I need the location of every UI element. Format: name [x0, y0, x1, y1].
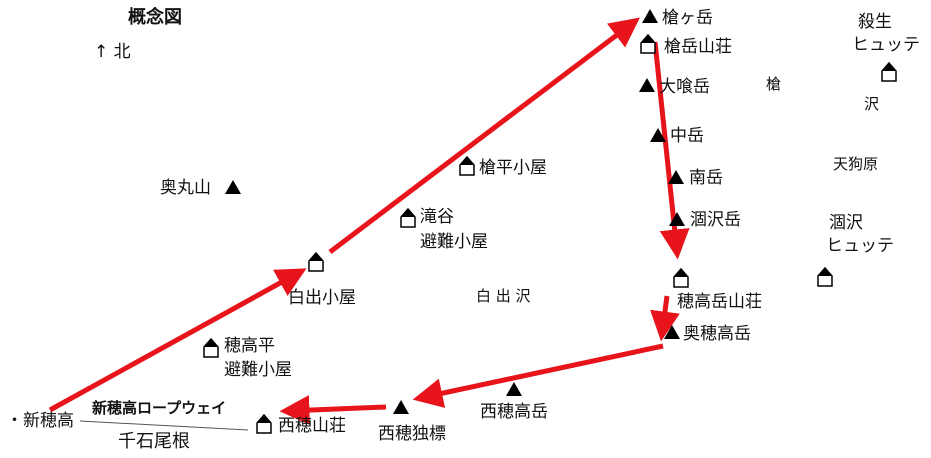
label-nishihotaka: 西穂高岳 — [480, 402, 548, 422]
diagram-title: 概念図 — [128, 7, 182, 28]
hut-icon — [459, 156, 475, 176]
label-yaridaira: 槍平小屋 — [479, 158, 547, 178]
hut-icon — [256, 414, 272, 434]
label-sengoku-one: 千石尾根 — [118, 431, 190, 452]
label-yarigatake: 槍ヶ岳 — [662, 8, 713, 28]
label-sesshou-2: ヒュッテ — [852, 35, 920, 55]
peak-icon — [650, 128, 666, 142]
label-sawa: 沢 — [864, 95, 880, 113]
label-takitani-1: 滝谷 — [420, 207, 454, 227]
label-hakudeshi-goya: 白出小屋 — [288, 288, 356, 308]
peak-icon — [668, 170, 684, 184]
label-karasawadake: 涸沢岳 — [690, 210, 741, 230]
peak-icon — [642, 9, 658, 23]
peak-icon — [669, 212, 685, 226]
route-arrow-okuhotaka-doppyo — [412, 343, 664, 408]
label-yari-valley: 槍 — [766, 75, 782, 93]
label-nishihotaka-doppyo: 西穂独標 — [378, 424, 446, 444]
peak-icon — [506, 382, 522, 396]
hut-icon — [308, 252, 324, 272]
label-hotakadake-sanso: 穂高岳山荘 — [677, 292, 762, 312]
label-karasawa-1: 涸沢 — [829, 213, 863, 233]
label-hotakadaira-1: 穂高平 — [224, 336, 275, 356]
route-arrow-shinhotaka-hakudeshi — [48, 268, 307, 413]
hut-icon — [881, 62, 897, 82]
label-karasawa-2: ヒュッテ — [826, 236, 894, 256]
peak-icon — [639, 78, 655, 92]
north-indicator: ↑ 北 — [94, 42, 131, 62]
label-okuhotaka: 奥穂高岳 — [683, 324, 751, 344]
label-nishihotaka-sanso: 西穂山荘 — [278, 416, 346, 436]
label-yarigatake-sanso: 槍岳山荘 — [664, 37, 732, 57]
label-sesshou-1: 殺生 — [858, 12, 892, 32]
label-nakadake: 中岳 — [670, 126, 704, 146]
route-arrow-hakudeshi-yarigatake — [328, 17, 640, 254]
label-shinhotaka: ・新穂高 — [6, 411, 74, 431]
label-minamidake: 南岳 — [689, 168, 723, 188]
label-okumaruyama: 奥丸山 — [160, 178, 211, 198]
hut-icon — [400, 208, 416, 228]
label-hakudezawa: 白 出 沢 — [476, 287, 531, 305]
label-ropeway: 新穂高ロープウェイ — [92, 399, 227, 417]
route-arrow-doppyo-nishiho-sanso — [279, 395, 387, 426]
label-oobami: 大喰岳 — [659, 77, 710, 97]
hut-icon — [203, 338, 219, 358]
label-hotakadaira-2: 避難小屋 — [224, 360, 292, 380]
peak-icon — [225, 180, 241, 194]
peak-icon — [393, 400, 409, 414]
ropeway-line — [79, 420, 249, 431]
hut-icon — [817, 267, 833, 287]
hut-icon — [673, 268, 689, 288]
hut-icon — [640, 34, 656, 54]
route-arrow-hotaka-sanso-okuhotaka — [650, 295, 680, 342]
label-takitani-2: 避難小屋 — [420, 232, 488, 252]
peak-icon — [664, 325, 680, 339]
label-tengubara: 天狗原 — [833, 155, 879, 173]
